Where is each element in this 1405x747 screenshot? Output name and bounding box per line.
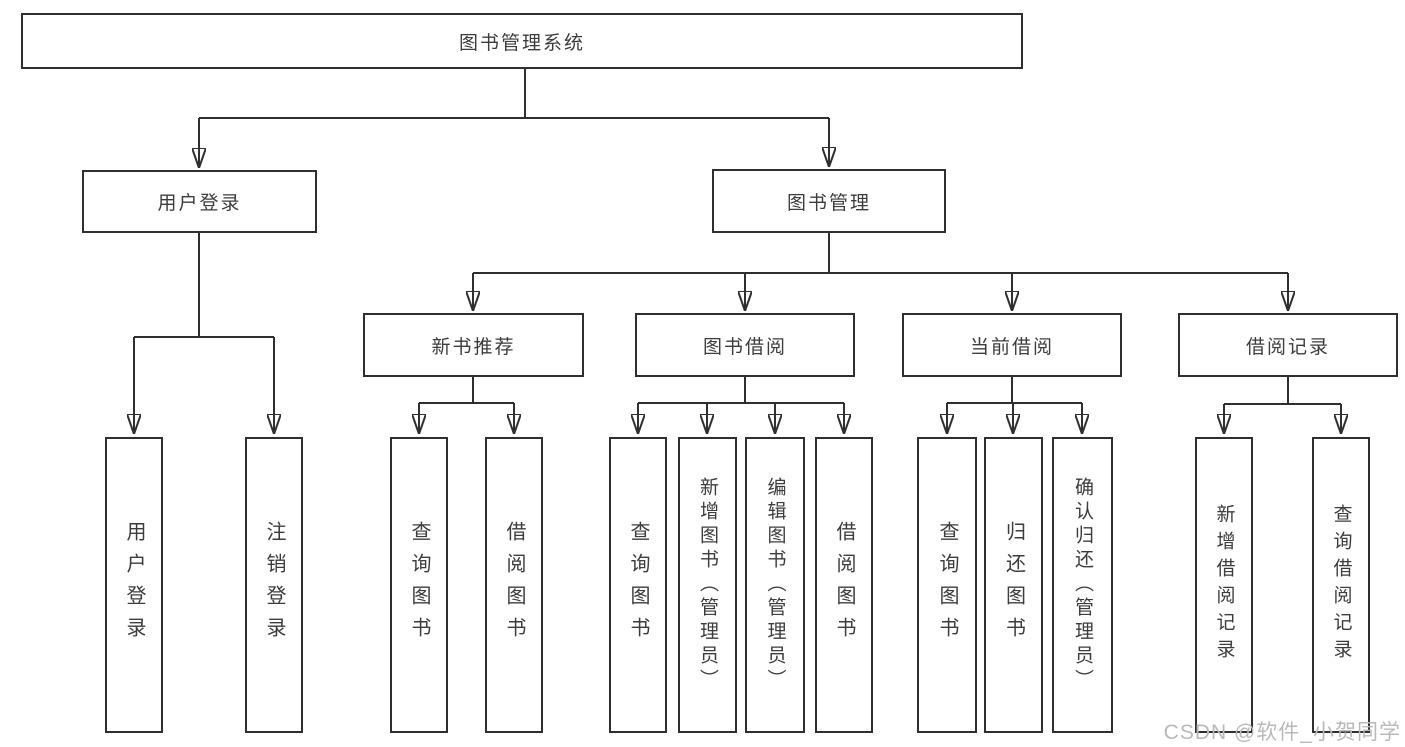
node-new-book-recommend-label: 新书推荐 (431, 336, 516, 358)
csdn-watermark: CSDN @软件_小贺同学 (1163, 721, 1401, 744)
leaf-query-borrow-record: 查询借阅记录 (1312, 437, 1370, 733)
leaf-add-borrow-record: 新增借阅记录 (1195, 437, 1253, 733)
leaf-logout: 注销登录 (245, 437, 303, 733)
leaf-borrow-books: 借阅图书 (815, 437, 873, 733)
node-borrowing-records: 借阅记录 (1178, 313, 1398, 377)
leaf-query-books-current: 查询图书 (917, 437, 977, 733)
leaf-confirm-return-admin-label: 确认归还（管理员） (1072, 477, 1093, 693)
leaf-edit-books-admin-label: 编辑图书（管理员） (764, 477, 786, 693)
leaf-query-books-current-label: 查询图书 (936, 521, 958, 649)
node-current-borrowing: 当前借阅 (902, 313, 1122, 377)
leaf-borrow-books-recommend-label: 借阅图书 (503, 521, 525, 649)
node-book-management: 图书管理 (712, 169, 946, 233)
leaf-query-books-recommend-label: 查询图书 (408, 521, 430, 649)
leaf-return-books: 归还图书 (984, 437, 1043, 733)
node-current-borrowing-label: 当前借阅 (969, 336, 1054, 358)
node-user-login: 用户登录 (82, 170, 317, 233)
node-root-label: 图书管理系统 (458, 32, 585, 54)
leaf-logout-label: 注销登录 (263, 521, 285, 649)
node-user-login-label: 用户登录 (157, 193, 242, 214)
leaf-add-borrow-record-label: 新增借阅记录 (1213, 504, 1235, 666)
node-borrowing-records-label: 借阅记录 (1245, 336, 1330, 358)
node-book-management-label: 图书管理 (786, 192, 871, 214)
leaf-confirm-return-admin: 确认归还（管理员） (1052, 437, 1113, 733)
leaf-borrow-books-recommend: 借阅图书 (485, 437, 543, 733)
leaf-query-books-borrowing: 查询图书 (609, 437, 667, 733)
leaf-edit-books-admin: 编辑图书（管理员） (745, 437, 805, 733)
node-book-borrowing: 图书借阅 (635, 313, 855, 377)
leaf-user-login-label: 用户登录 (123, 521, 145, 649)
leaf-user-login: 用户登录 (105, 437, 163, 733)
leaf-add-books-admin-label: 新增图书（管理员） (697, 477, 718, 693)
node-root: 图书管理系统 (21, 13, 1023, 69)
leaf-return-books-label: 归还图书 (1002, 521, 1025, 649)
leaf-query-books-recommend: 查询图书 (390, 437, 448, 733)
node-new-book-recommend: 新书推荐 (363, 313, 584, 377)
leaf-borrow-books-label: 借阅图书 (833, 521, 855, 649)
leaf-add-books-admin: 新增图书（管理员） (678, 437, 737, 733)
leaf-query-books-borrowing-label: 查询图书 (627, 521, 649, 649)
node-book-borrowing-label: 图书借阅 (702, 336, 787, 358)
leaf-query-borrow-record-label: 查询借阅记录 (1330, 504, 1352, 666)
connector-rails (134, 69, 1341, 405)
